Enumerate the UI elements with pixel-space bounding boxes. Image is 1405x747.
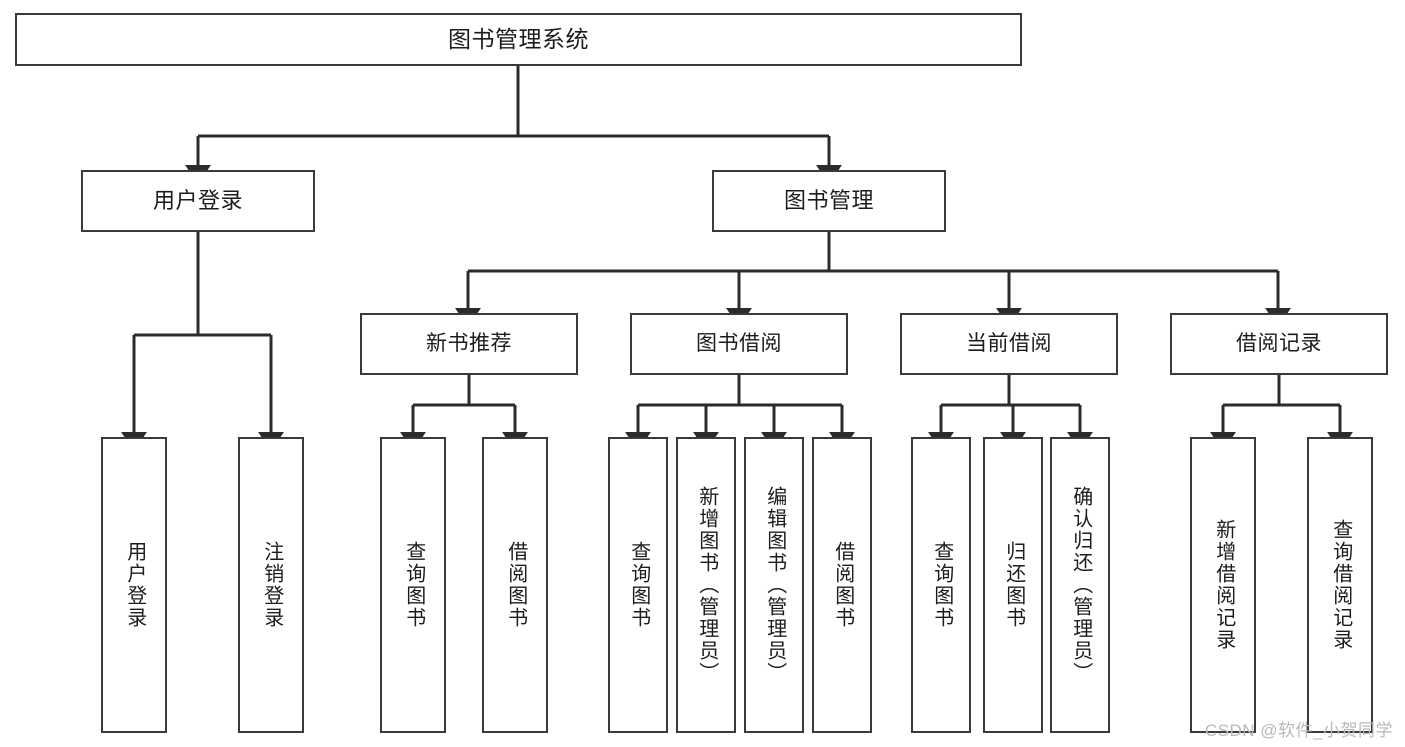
- node-leaf-1[interactable]: 用户登录: [101, 437, 167, 733]
- node-leaf-5[interactable]: 查询图书: [608, 437, 668, 733]
- node-label: 图书管理: [783, 188, 874, 214]
- node-label: 当前借阅: [966, 331, 1052, 355]
- node-label: 图书借阅: [696, 331, 782, 355]
- node-submodule-1[interactable]: 新书推荐: [360, 313, 578, 375]
- node-label: 图书管理系统: [448, 26, 589, 53]
- node-submodule-2[interactable]: 图书借阅: [630, 313, 848, 375]
- node-leaf-13[interactable]: 查询借阅记录: [1307, 437, 1373, 733]
- node-label: 查询图书: [930, 541, 953, 629]
- node-leaf-11[interactable]: 确认归还（管理员）: [1050, 437, 1110, 733]
- node-submodule-4[interactable]: 借阅记录: [1170, 313, 1388, 375]
- node-root-system[interactable]: 图书管理系统: [15, 13, 1022, 66]
- node-leaf-10[interactable]: 归还图书: [983, 437, 1043, 733]
- node-submodule-3[interactable]: 当前借阅: [900, 313, 1118, 375]
- node-label: 确认归还（管理员）: [1069, 486, 1092, 684]
- node-leaf-4[interactable]: 借阅图书: [482, 437, 548, 733]
- watermark-text: CSDN @软件_小贺同学: [1204, 721, 1393, 740]
- node-label: 新书推荐: [426, 331, 512, 355]
- node-label: 借阅图书: [504, 541, 527, 629]
- node-leaf-8[interactable]: 借阅图书: [812, 437, 872, 733]
- node-label: 新增借阅记录: [1212, 519, 1235, 651]
- node-leaf-9[interactable]: 查询图书: [911, 437, 971, 733]
- node-label: 注销登录: [260, 541, 283, 629]
- node-module-1[interactable]: 用户登录: [81, 170, 315, 232]
- node-leaf-6[interactable]: 新增图书（管理员）: [676, 437, 736, 733]
- node-leaf-2[interactable]: 注销登录: [238, 437, 304, 733]
- node-leaf-12[interactable]: 新增借阅记录: [1190, 437, 1256, 733]
- node-label: 用户登录: [123, 541, 146, 629]
- node-label: 新增图书（管理员）: [695, 486, 718, 684]
- node-label: 查询图书: [402, 541, 425, 629]
- node-label: 查询图书: [627, 541, 650, 629]
- node-label: 编辑图书（管理员）: [763, 486, 786, 684]
- node-label: 归还图书: [1002, 541, 1025, 629]
- node-label: 借阅记录: [1236, 331, 1322, 355]
- node-label: 借阅图书: [831, 541, 854, 629]
- node-leaf-7[interactable]: 编辑图书（管理员）: [744, 437, 804, 733]
- node-module-2[interactable]: 图书管理: [712, 170, 946, 232]
- node-leaf-3[interactable]: 查询图书: [380, 437, 446, 733]
- node-label: 查询借阅记录: [1329, 519, 1352, 651]
- node-label: 用户登录: [152, 188, 243, 214]
